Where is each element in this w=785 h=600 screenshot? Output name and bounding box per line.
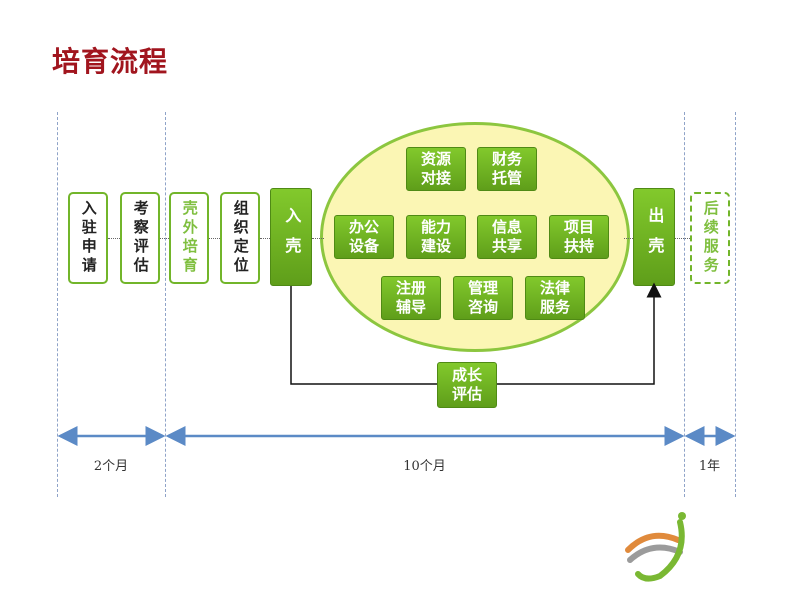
timeline-label-3: 1年 <box>698 459 721 474</box>
guide-line-1 <box>57 112 58 497</box>
guide-line-4 <box>735 112 736 497</box>
stage-apply[interactable]: 入驻申请 <box>68 192 108 284</box>
page-title: 培育流程 <box>52 45 169 78</box>
timeline-label-1: 2个月 <box>93 459 129 474</box>
stage-pre-incubation-label: 壳外培育 <box>180 200 199 276</box>
growth-assessment[interactable]: 成长评估 <box>437 362 497 408</box>
stage-organize-label: 组织定位 <box>231 200 250 276</box>
stage-follow-up[interactable]: 后续服务 <box>690 192 730 284</box>
service-resource-line1: 资源 <box>420 149 451 168</box>
service-register-line2: 辅导 <box>395 298 426 316</box>
service-office[interactable]: 办公设备 <box>334 215 394 259</box>
service-info[interactable]: 信息共享 <box>477 215 537 259</box>
connector-5 <box>312 238 324 239</box>
service-legal[interactable]: 法律服务 <box>525 276 585 320</box>
connector-7 <box>675 238 690 239</box>
service-resource-line2: 对接 <box>420 169 451 187</box>
service-project[interactable]: 项目扶持 <box>549 215 609 259</box>
timeline-label-2: 10个月 <box>403 459 446 474</box>
connector-4 <box>260 238 270 239</box>
connector-6 <box>624 238 633 239</box>
service-consult-line2: 咨询 <box>467 298 498 316</box>
service-finance-line1: 财务 <box>491 149 522 168</box>
guide-line-2 <box>165 112 166 497</box>
service-capability-line2: 建设 <box>420 237 451 255</box>
stage-assess-label: 考察评估 <box>131 200 150 276</box>
stage-exit[interactable]: 出壳 <box>633 188 675 286</box>
stage-pre-incubation[interactable]: 壳外培育 <box>169 192 209 284</box>
service-project-line2: 扶持 <box>563 237 594 255</box>
service-resource[interactable]: 资源对接 <box>406 147 466 191</box>
service-office-line1: 办公 <box>348 217 379 236</box>
brand-logo-icon <box>625 512 686 582</box>
service-register-line1: 注册 <box>395 278 426 297</box>
stage-exit-label: 出壳 <box>645 207 665 267</box>
stage-enter[interactable]: 入壳 <box>270 188 312 286</box>
service-legal-line2: 服务 <box>539 298 570 316</box>
connector-3 <box>209 238 220 239</box>
growth-line2: 评估 <box>451 385 482 403</box>
service-finance[interactable]: 财务托管 <box>477 147 537 191</box>
service-capability[interactable]: 能力建设 <box>406 215 466 259</box>
service-legal-line1: 法律 <box>539 278 570 297</box>
stage-follow-up-label: 后续服务 <box>701 200 720 276</box>
service-info-line2: 共享 <box>491 237 522 255</box>
service-consult[interactable]: 管理咨询 <box>453 276 513 320</box>
service-register[interactable]: 注册辅导 <box>381 276 441 320</box>
service-info-line1: 信息 <box>491 217 522 236</box>
stage-enter-label: 入壳 <box>282 207 302 267</box>
service-consult-line1: 管理 <box>467 278 498 297</box>
stage-organize[interactable]: 组织定位 <box>220 192 260 284</box>
guide-line-3 <box>684 112 685 497</box>
service-office-line2: 设备 <box>348 237 379 255</box>
connector-2 <box>160 238 169 239</box>
service-capability-line1: 能力 <box>420 217 451 236</box>
stage-assess[interactable]: 考察评估 <box>120 192 160 284</box>
stage-apply-label: 入驻申请 <box>79 200 98 276</box>
growth-line1: 成长 <box>451 365 482 384</box>
service-finance-line2: 托管 <box>491 169 522 187</box>
connector-1 <box>108 238 120 239</box>
service-project-line1: 项目 <box>563 217 594 236</box>
